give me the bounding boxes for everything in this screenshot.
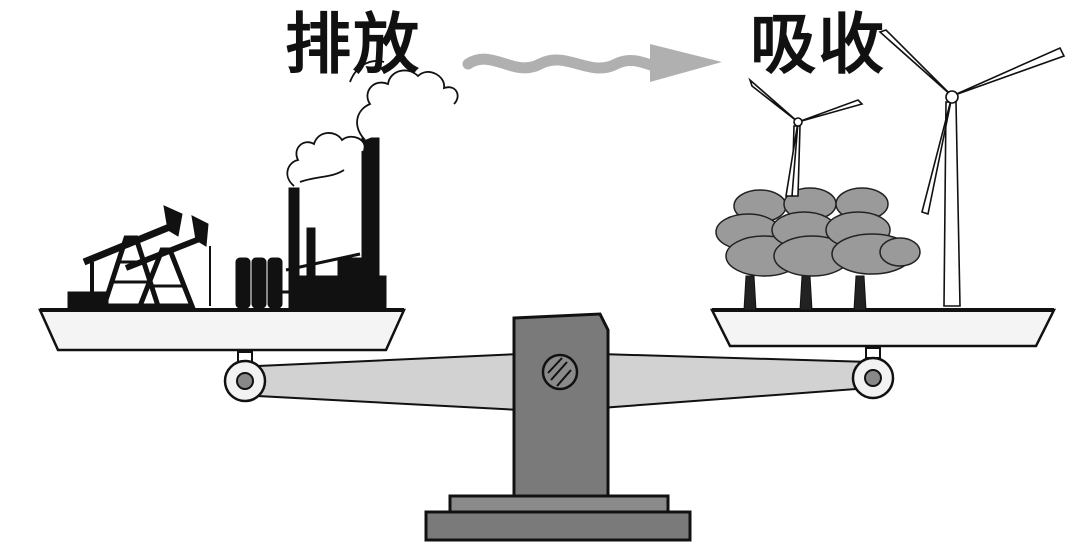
left-pivot-joint bbox=[223, 351, 267, 403]
right-pivot-joint bbox=[851, 347, 895, 400]
factory-smokestack-icon bbox=[235, 137, 387, 309]
smoke-cloud-icon bbox=[286, 60, 459, 187]
absorption-label: 吸收 bbox=[750, 6, 886, 83]
right-pan bbox=[709, 308, 1057, 348]
tree-icon bbox=[715, 187, 921, 311]
wavy-arrow-icon bbox=[462, 44, 722, 82]
left-pan bbox=[38, 308, 406, 352]
oil-pump-jack-icon bbox=[67, 205, 211, 309]
scale-stand bbox=[424, 312, 692, 542]
wind-turbine-icon bbox=[748, 29, 1066, 307]
emission-label: 排放 bbox=[285, 6, 421, 83]
